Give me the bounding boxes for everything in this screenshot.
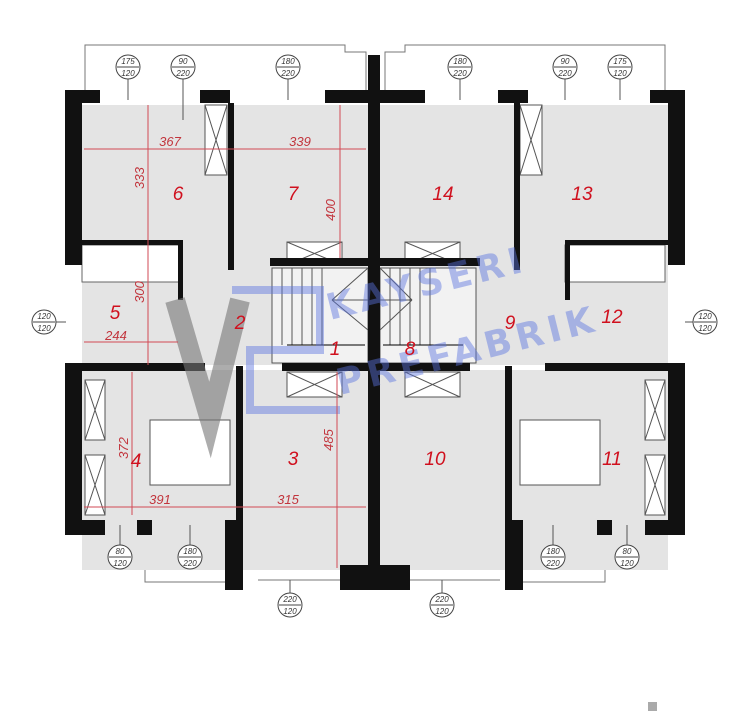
- room-9-label: 9: [505, 313, 516, 334]
- room-13-label: 13: [571, 184, 593, 205]
- wardrobes: [84, 104, 666, 516]
- opening-height: 220: [182, 559, 197, 568]
- opening-height: 220: [175, 69, 190, 78]
- opening-width: 220: [434, 595, 449, 604]
- opening-height: 220: [452, 69, 467, 78]
- room-labels: 1 2 3 4 5 6 7 8 9 10 11 12 13 14: [110, 184, 623, 472]
- room-12-label: 12: [601, 307, 623, 328]
- dimension-372: 372: [116, 436, 131, 458]
- dimension-400: 400: [323, 198, 338, 220]
- room-2-label: 2: [234, 313, 246, 334]
- opening-width: 180: [281, 57, 295, 66]
- dimension-300: 300: [132, 280, 147, 302]
- opening-width: 90: [561, 57, 570, 66]
- dimension-339: 339: [289, 134, 311, 149]
- dimension-485: 485: [321, 428, 336, 450]
- room-10-label: 10: [424, 449, 446, 470]
- room-3-label: 3: [288, 449, 299, 470]
- room-4-label: 4: [131, 451, 142, 472]
- dimension-244: 244: [104, 328, 127, 343]
- dimension-367: 367: [159, 134, 181, 149]
- room-1-label: 1: [330, 339, 341, 360]
- dimensions: 367 339 333 400 300 244 372 391 315 485: [104, 134, 338, 507]
- opening-width: 120: [698, 312, 712, 321]
- opening-height: 120: [113, 559, 127, 568]
- room-11-label: 11: [602, 449, 622, 470]
- opening-height: 120: [613, 69, 627, 78]
- dimension-333: 333: [132, 166, 147, 188]
- opening-width: 220: [282, 595, 297, 604]
- room-7-label: 7: [288, 184, 300, 205]
- opening-height: 120: [435, 607, 449, 616]
- opening-width: 80: [623, 547, 632, 556]
- opening-height: 220: [557, 69, 572, 78]
- dimension-lines: [84, 105, 366, 568]
- corner-marker: [648, 702, 657, 711]
- opening-height: 120: [283, 607, 297, 616]
- dimension-315: 315: [277, 492, 299, 507]
- opening-height: 120: [620, 559, 634, 568]
- opening-width: 90: [179, 57, 188, 66]
- opening-height: 220: [545, 559, 560, 568]
- room-14-label: 14: [432, 184, 453, 205]
- room-8-label: 8: [405, 339, 416, 360]
- room-5-label: 5: [110, 303, 121, 324]
- staircase: [271, 267, 477, 364]
- walls: [65, 55, 685, 590]
- opening-width: 180: [183, 547, 197, 556]
- dimension-391: 391: [149, 492, 171, 507]
- opening-width: 120: [37, 312, 51, 321]
- opening-width: 80: [116, 547, 125, 556]
- opening-tags: 1751209022018022018022090220175120120120…: [31, 54, 718, 618]
- opening-width: 180: [546, 547, 560, 556]
- opening-height: 120: [698, 324, 712, 333]
- opening-height: 220: [280, 69, 295, 78]
- opening-height: 120: [121, 69, 135, 78]
- room-6-label: 6: [173, 184, 184, 205]
- opening-height: 120: [37, 324, 51, 333]
- opening-width: 180: [453, 57, 467, 66]
- opening-width: 175: [613, 57, 627, 66]
- opening-width: 175: [121, 57, 135, 66]
